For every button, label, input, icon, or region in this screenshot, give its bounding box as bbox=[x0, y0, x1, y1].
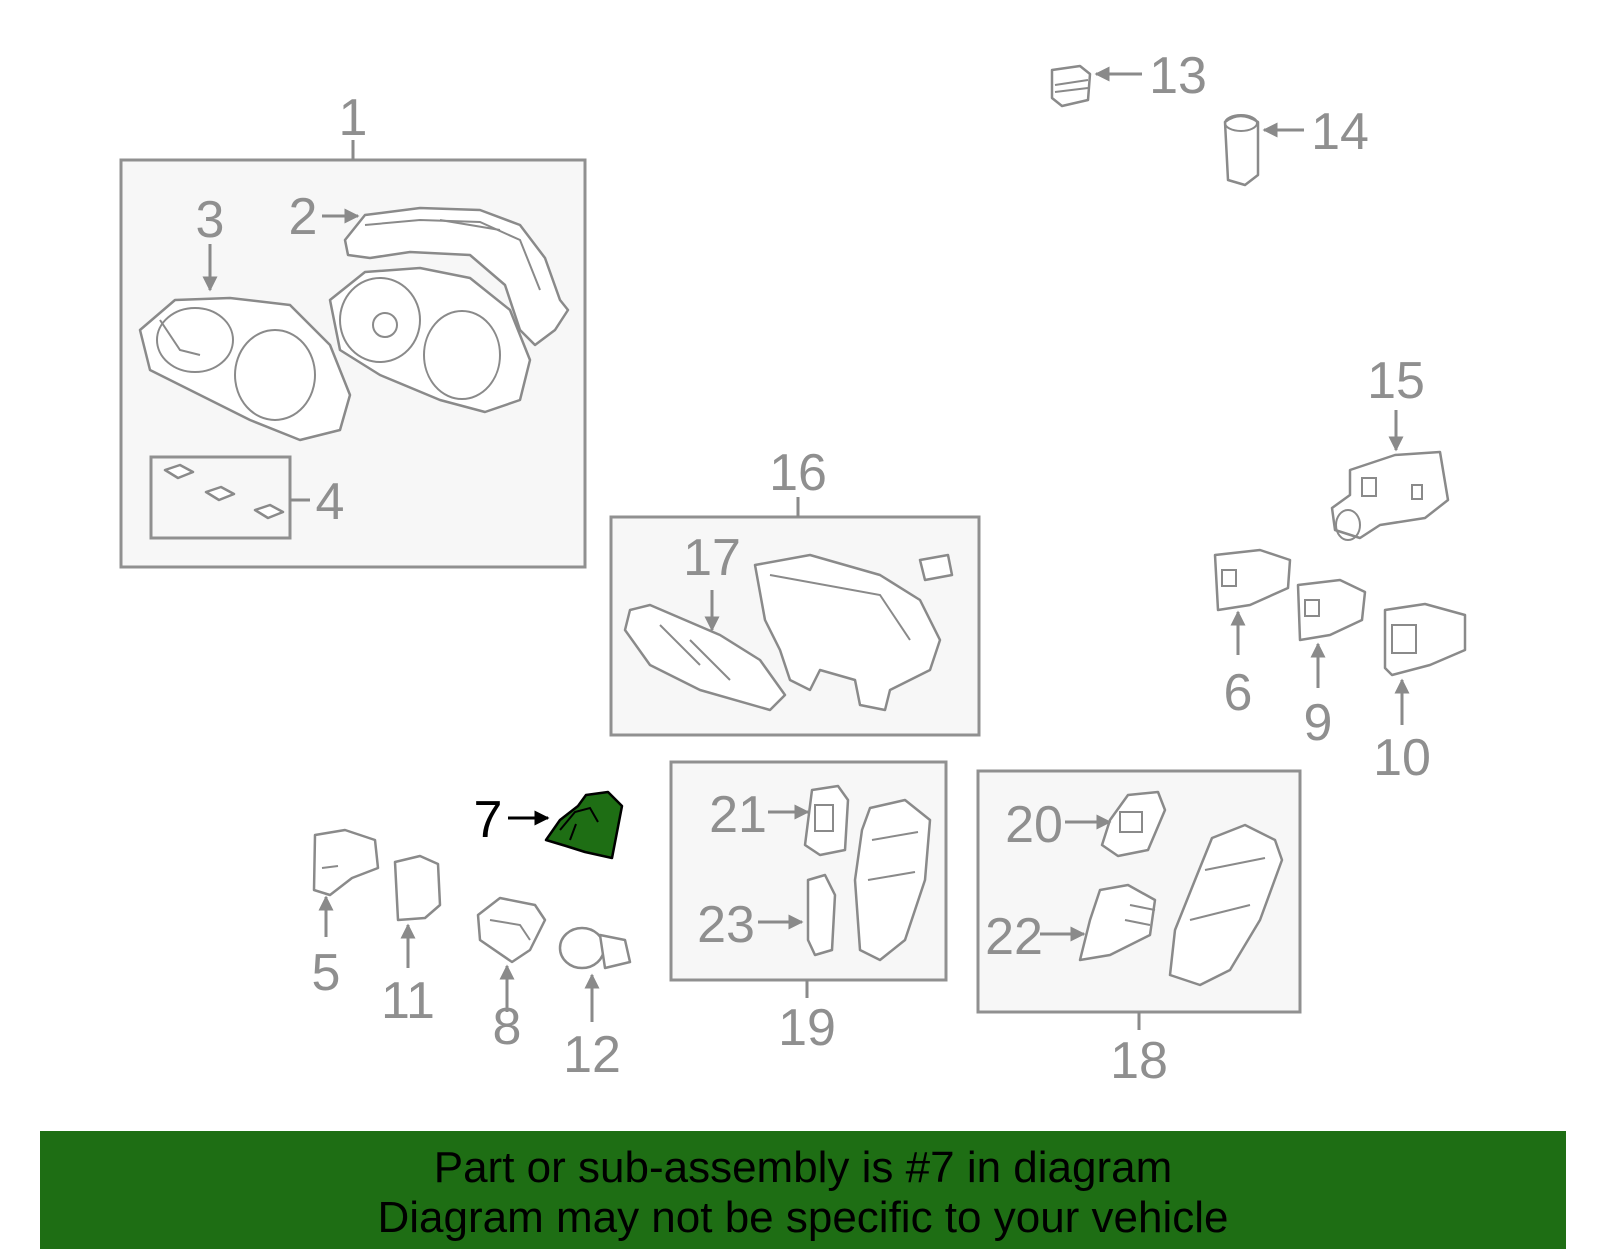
display-housing bbox=[753, 553, 954, 712]
part-12-socket[interactable] bbox=[558, 926, 632, 970]
part-3-gauge-assembly[interactable] bbox=[138, 296, 352, 442]
callout-18[interactable]: 18 bbox=[1110, 1032, 1168, 1090]
part-2-cluster-housing[interactable] bbox=[343, 206, 570, 347]
info-banner: Part or sub-assembly is #7 in diagram Di… bbox=[40, 1131, 1566, 1249]
callout-2[interactable]: 2 bbox=[289, 188, 318, 246]
part-5-switch[interactable] bbox=[312, 828, 380, 897]
callout-4[interactable]: 4 bbox=[316, 473, 345, 531]
callout-17[interactable]: 17 bbox=[683, 529, 741, 587]
part-4-bulbs[interactable] bbox=[163, 463, 285, 520]
callout-10[interactable]: 10 bbox=[1373, 729, 1431, 787]
callout-8[interactable]: 8 bbox=[493, 998, 522, 1056]
part-13-clip[interactable] bbox=[1050, 64, 1092, 108]
callout-21[interactable]: 21 bbox=[709, 786, 767, 844]
banner-line-1: Part or sub-assembly is #7 in diagram bbox=[433, 1143, 1173, 1192]
part-9-switch[interactable] bbox=[1296, 578, 1367, 642]
callout-12[interactable]: 12 bbox=[563, 1026, 621, 1084]
part-14-socket[interactable] bbox=[1223, 114, 1260, 187]
part-10-switch[interactable] bbox=[1383, 602, 1467, 677]
callout-5[interactable]: 5 bbox=[312, 944, 341, 1002]
cluster-meter bbox=[328, 266, 532, 414]
callout-22[interactable]: 22 bbox=[985, 908, 1043, 966]
callout-9[interactable]: 9 bbox=[1304, 694, 1333, 752]
callout-16[interactable]: 16 bbox=[769, 444, 827, 502]
part-6-switch[interactable] bbox=[1213, 548, 1292, 612]
callout-19[interactable]: 19 bbox=[778, 999, 836, 1057]
callout-7[interactable]: 7 bbox=[474, 791, 503, 849]
part-21-switch[interactable] bbox=[803, 784, 850, 857]
part-17-display-lens[interactable] bbox=[623, 603, 787, 712]
switch-housing-19 bbox=[853, 798, 932, 962]
callout-1[interactable]: 1 bbox=[339, 89, 368, 147]
callout-20[interactable]: 20 bbox=[1005, 796, 1063, 854]
part-11-switch[interactable] bbox=[393, 854, 442, 922]
part-15-switch[interactable] bbox=[1330, 450, 1450, 541]
callout-15[interactable]: 15 bbox=[1367, 352, 1425, 410]
callout-3[interactable]: 3 bbox=[196, 191, 225, 249]
callout-14[interactable]: 14 bbox=[1311, 103, 1369, 161]
callout-6[interactable]: 6 bbox=[1224, 664, 1253, 722]
part-22-knob[interactable] bbox=[1078, 883, 1157, 962]
part-8-switch[interactable] bbox=[476, 896, 547, 964]
callout-11[interactable]: 11 bbox=[381, 972, 435, 1030]
banner-line-2: Diagram may not be specific to your vehi… bbox=[377, 1193, 1229, 1242]
callout-23[interactable]: 23 bbox=[697, 896, 755, 954]
switch-housing-18 bbox=[1168, 823, 1284, 987]
callout-13[interactable]: 13 bbox=[1149, 47, 1207, 105]
part-23-panel[interactable] bbox=[806, 873, 837, 957]
part-7-highlighted[interactable] bbox=[544, 790, 624, 860]
